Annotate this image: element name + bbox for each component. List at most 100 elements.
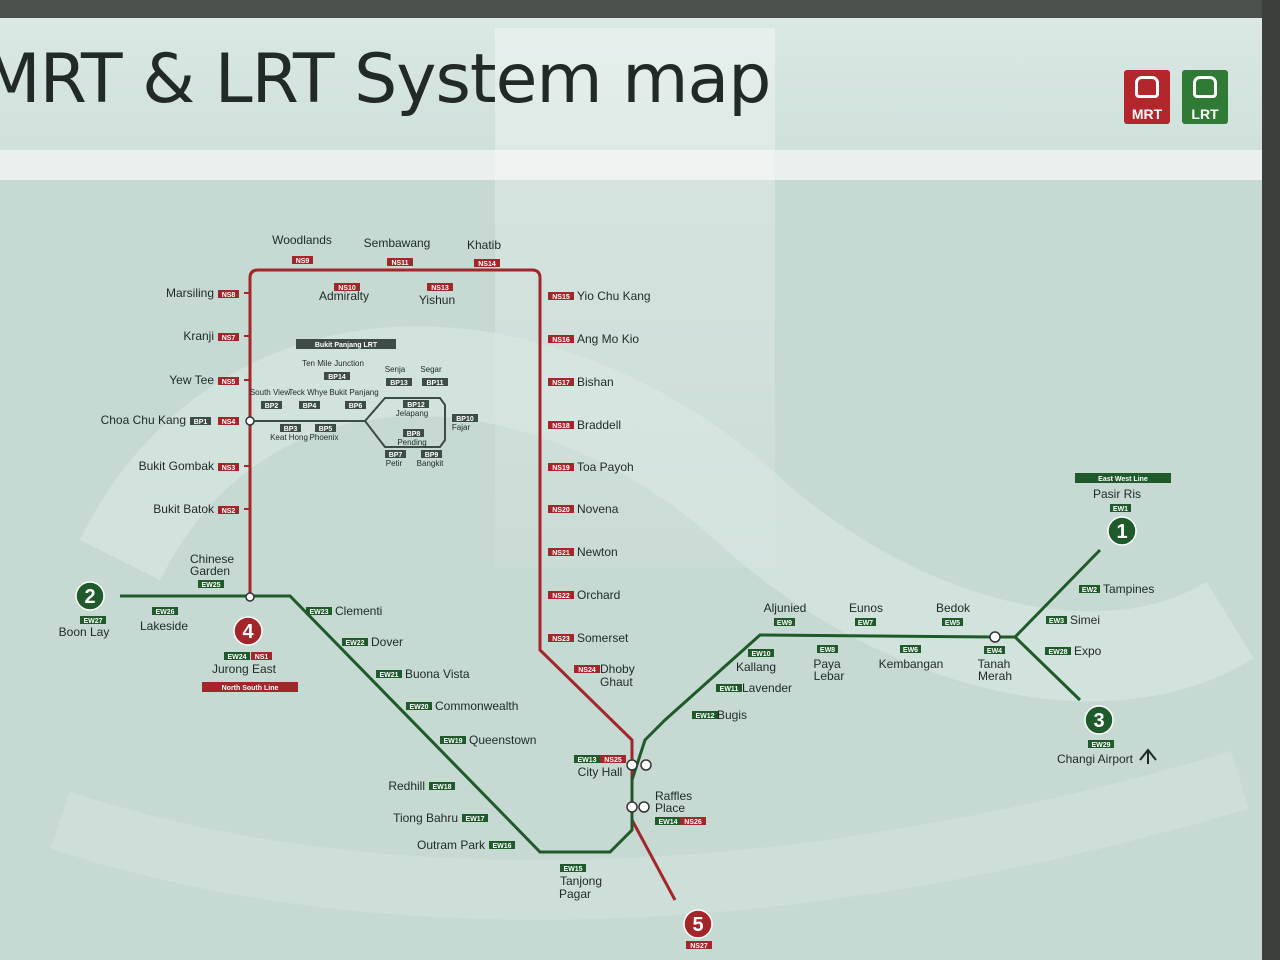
ew-station-code: EW19 [443,738,462,745]
terminal-number: 5 [692,914,703,936]
station-label: Bedok [936,601,971,615]
lrt-legend: LRT [1182,70,1228,124]
station-label: Marsiling [166,286,214,300]
ew-station-code-bg [1046,616,1067,624]
station-label: Yishun [419,293,455,307]
lrt-label: South View [250,388,291,397]
ew-station-code: EW22 [345,640,364,647]
ns-station-code-bg [218,377,239,385]
station-label: Admiralty [319,289,369,303]
ew-station-code: EW3 [1049,618,1064,625]
ns-station-code: NS9 [296,258,310,265]
ns-station-code: NS16 [552,337,570,344]
station-label: Chinese [190,552,234,566]
ns-station-code-bg [680,817,706,825]
station-label: Paya [813,657,841,671]
ns-station-code-bg [218,333,239,341]
terminal-marker [233,616,263,646]
background-swoosh [79,326,1254,702]
station-label: Kranji [183,329,214,343]
lrt-station-code: BP13 [390,380,408,387]
ns-station-code: NS26 [684,819,702,826]
airport-icon [1139,748,1157,764]
ns-station-code: NS24 [578,667,596,674]
mrt-legend: MRT [1124,70,1170,124]
station-label: Garden [190,564,230,578]
ew-station-code-bg [655,817,681,825]
ew-station-code: EW28 [1048,649,1067,656]
station-label: Kallang [736,660,776,674]
ew-station-code-bg [984,646,1005,654]
station-label: Yew Tee [169,373,214,387]
lrt-station-code-bg [299,401,320,409]
ew-station-code-bg [462,814,488,822]
ew-changi-branch [1013,635,1082,702]
ns-station-code-bg [600,755,626,763]
lrt-label: Keat Hong [270,433,308,442]
ns-station-code: NS19 [552,465,570,472]
ns-station-code: NS3 [222,465,236,472]
ns-station-code-bg [548,463,574,471]
lrt-line [250,397,446,448]
station-label: Bishan [577,375,614,389]
ew-station-code-bg [942,618,963,626]
train-icon [1135,76,1159,98]
lrt-label: Pending [397,438,426,447]
ew-station-code: EW10 [751,651,770,658]
station-label: Eunos [849,601,883,615]
ns-station-code: NS17 [552,380,570,387]
ns-station-code: NS22 [552,593,570,600]
background-swoosh [50,751,1249,920]
interchange-marker [638,801,650,813]
station-label: Commonwealth [435,699,518,713]
station-label: Simei [1070,613,1100,627]
station-label: Khatib [467,238,501,252]
station-label: Dover [371,635,403,649]
lrt-station-code: BP11 [426,380,443,387]
ns-station-code-bg [292,256,313,264]
ew-station-code: EW14 [658,819,677,826]
terminal-number: 3 [1093,710,1104,732]
station-label: Outram Park [417,838,486,852]
station-label: Kembangan [879,657,944,671]
ew-station-code-bg [440,736,466,744]
header-band [0,18,1262,153]
page-title: MRT & LRT System map [0,40,771,119]
station-label: Bugis [717,708,747,722]
ns-station-code: NS10 [338,285,356,292]
lrt-station-code: BP4 [303,403,317,410]
ns-station-code-bg [218,417,239,425]
ns-station-code-bg [218,506,239,514]
lrt-station-code: BP5 [319,426,333,433]
ns-station-code-bg [218,463,239,471]
station-label: Yio Chu Kang [577,289,651,303]
station-label: Ang Mo Kio [577,332,639,346]
ns-line-badge-text: North South Line [222,685,279,692]
ns-station-code: NS4 [222,419,236,426]
ew-station-code: EW4 [987,648,1002,655]
station-label: Aljunied [764,601,807,615]
ew-station-code: EW6 [903,647,918,654]
lrt-label: Teck Whye [288,388,328,397]
lrt-station-code-bg [280,424,301,432]
ew-station-code: EW26 [155,609,174,616]
ew-station-code: EW18 [432,784,451,791]
ew-station-code: EW1 [1113,506,1128,513]
interchange-marker [626,801,638,813]
lrt-station-code-bg [403,400,429,408]
ns-station-code: NS8 [222,292,236,299]
ns-station-code: NS7 [222,335,236,342]
ns-station-code-bg [548,634,574,642]
ew-station-code: EW8 [820,647,835,654]
ew-station-code: EW24 [227,654,246,661]
ns-line [248,268,677,901]
ns-station-code-bg [387,258,413,266]
station-label: Novena [577,502,619,516]
ew-station-code: EW5 [945,620,960,627]
ew-station-code-bg [900,645,921,653]
ew-station-code-bg [80,616,106,624]
ns-station-code-bg [474,259,500,267]
ns-station-code: NS1 [255,654,269,661]
terminal-marker [1107,516,1137,546]
